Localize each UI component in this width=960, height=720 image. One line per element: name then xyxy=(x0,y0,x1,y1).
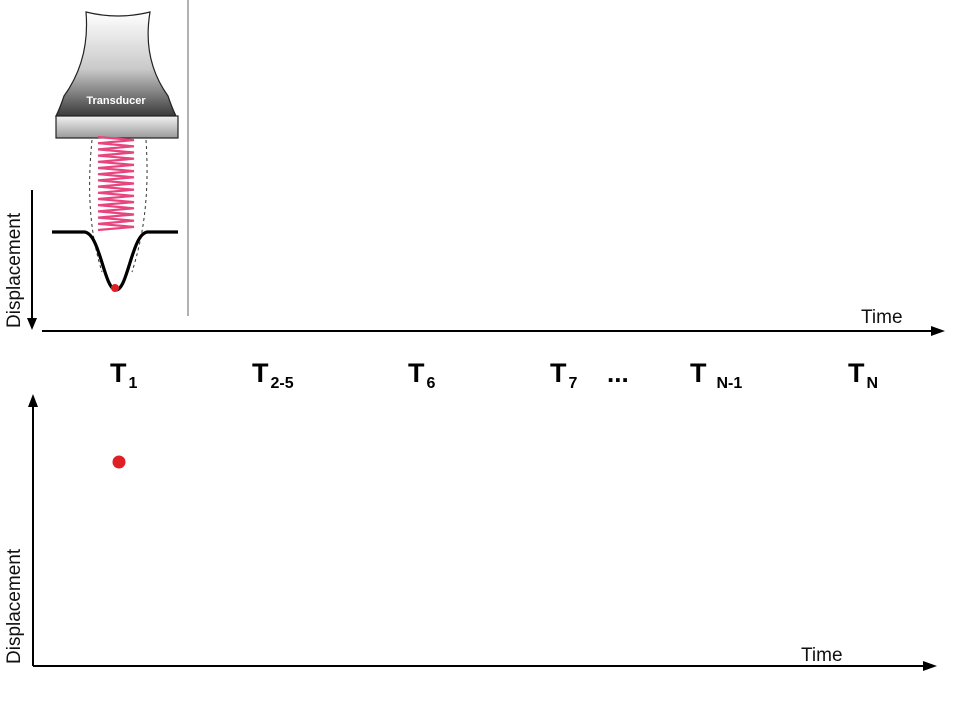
top-y-axis-arrow xyxy=(27,318,37,330)
beam-right-boundary xyxy=(131,139,148,273)
transducer-illustration: Transducer xyxy=(52,11,179,292)
tissue-displacement-curve xyxy=(52,230,178,292)
top-x-axis-label: Time xyxy=(861,307,903,328)
bottom-axes: Displacement Time xyxy=(4,394,937,671)
time-label-ellipsis: ... xyxy=(607,358,629,388)
top-x-axis-arrow xyxy=(931,326,945,336)
beam-left-boundary xyxy=(89,139,103,273)
top-y-axis-label: Displacement xyxy=(4,212,25,328)
transducer-base xyxy=(55,115,179,139)
displacement-marker xyxy=(111,284,119,292)
bottom-y-axis-label: Displacement xyxy=(4,548,25,664)
ultrasound-push-pulse xyxy=(97,135,135,232)
displacement-data-point-t1 xyxy=(112,455,126,469)
top-axes: Displacement Time xyxy=(4,190,945,336)
transducer-head xyxy=(55,11,177,117)
bottom-x-axis-label: Time xyxy=(801,645,843,666)
bottom-y-axis-arrow xyxy=(28,394,38,407)
transducer-label: Transducer xyxy=(86,95,146,107)
bottom-x-axis-arrow xyxy=(923,661,937,671)
